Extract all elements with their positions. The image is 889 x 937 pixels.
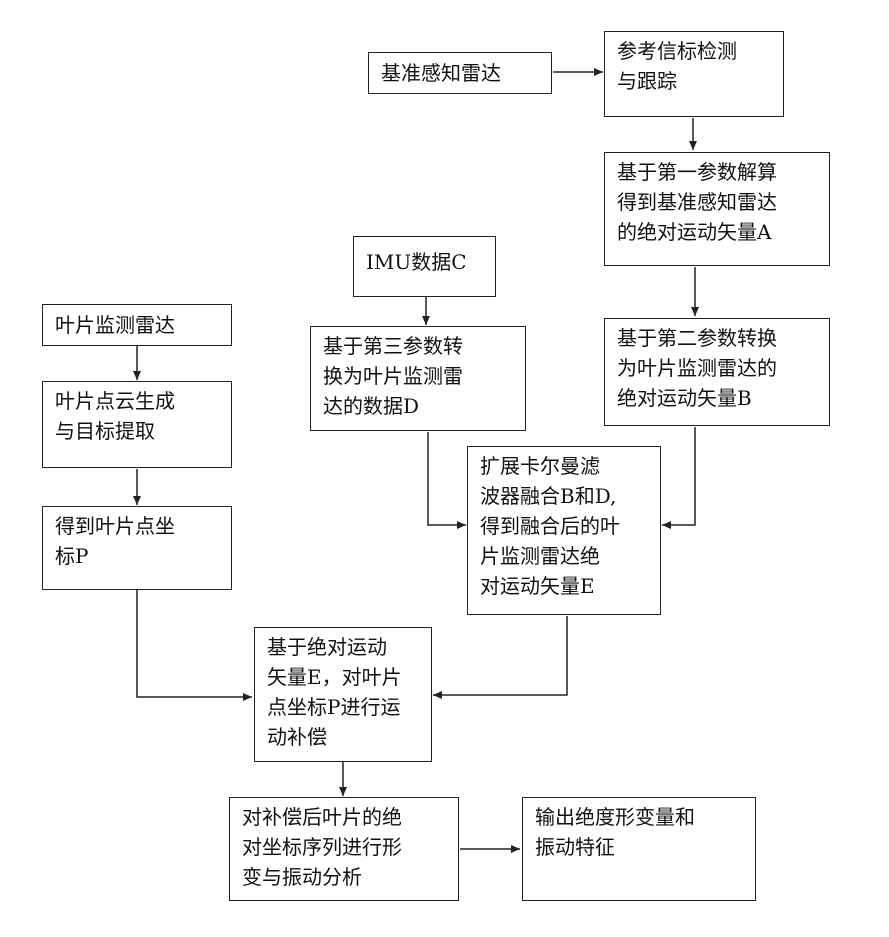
- convert-vector-b-box: 基于第二参数转换 为叶片监测雷达的 绝对运动矢量B: [604, 318, 830, 426]
- output-features-box: 输出绝度形变量和 振动特征: [522, 797, 756, 901]
- solve-vector-a-box: 基于第一参数解算 得到基准感知雷达 的绝对运动矢量A: [604, 152, 830, 266]
- motion-compensation-box: 基于绝对运动 矢量E，对叶片 点坐标P进行运 动补偿: [254, 627, 432, 762]
- arrow-coords-to-motion-comp: [137, 590, 252, 697]
- blade-coordinates-box: 得到叶片点坐 标P: [42, 506, 232, 590]
- deformation-analysis-box: 对补偿后叶片的绝 对坐标序列进行形 变与振动分析: [229, 797, 459, 901]
- arrow-convert-d-to-ekf: [428, 432, 466, 525]
- ekf-fusion-box: 扩展卡尔曼滤 波器融合B和D, 得到融合后的叶 片监测雷达绝 对运动矢量E: [467, 446, 661, 615]
- pointcloud-extraction-box: 叶片点云生成 与目标提取: [42, 381, 232, 468]
- blade-radar-box: 叶片监测雷达: [42, 304, 232, 346]
- reference-radar-box: 基准感知雷达: [368, 52, 552, 94]
- convert-data-d-box: 基于第三参数转 换为叶片监测雷 达的数据D: [310, 326, 526, 431]
- arrow-convert-b-to-ekf: [662, 427, 695, 525]
- beacon-tracking-box: 参考信标检测 与跟踪: [604, 31, 784, 117]
- arrow-ekf-to-motion-comp: [433, 616, 567, 695]
- imu-data-box: IMU数据C: [353, 236, 496, 297]
